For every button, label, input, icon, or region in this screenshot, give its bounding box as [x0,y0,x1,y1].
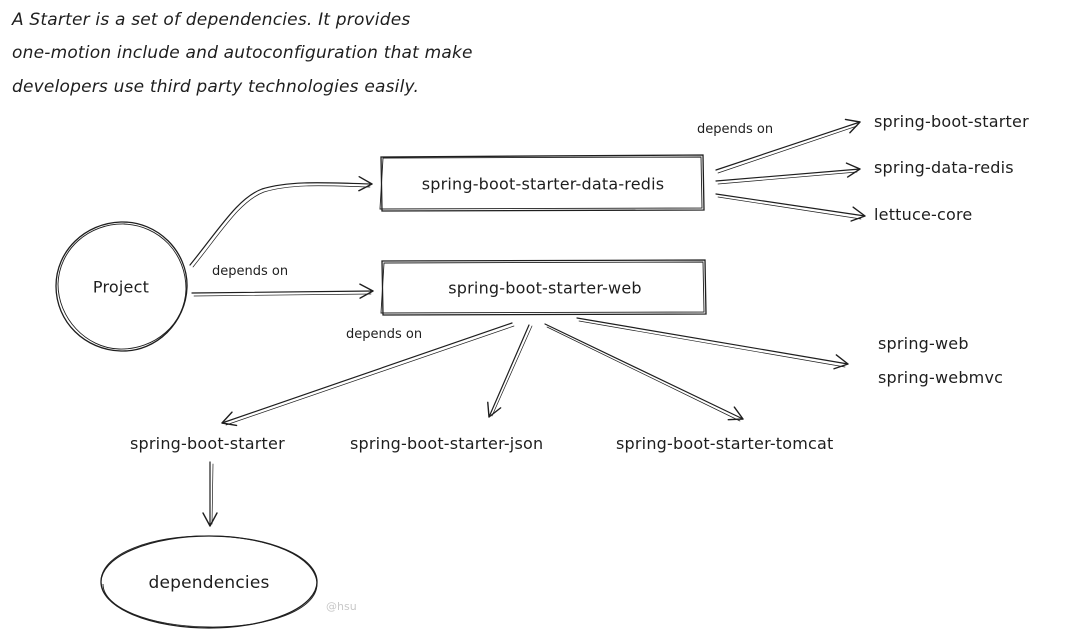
edges [189,118,866,527]
dependencies-label: dependencies [148,573,270,593]
project-circle [55,221,188,352]
starter-tomcat-label: spring-boot-starter-tomcat [616,434,834,453]
spring-boot-starter-right-label: spring-boot-starter [874,112,1029,131]
edge-project-to-web [191,283,374,299]
spring-webmvc-label: spring-webmvc [878,368,1004,387]
edge-label-web-depends-on: depends on [346,327,423,342]
edge-redis-to-lettuce-core [715,193,866,222]
dependencies-ellipse [100,535,318,629]
intro-line-1: A Starter is a set of dependencies. It p… [12,10,411,30]
spring-data-redis-label: spring-data-redis [874,158,1014,177]
data-redis-starter-label: spring-boot-starter-data-redis [421,174,665,194]
edge-web-to-spring-web [576,317,849,370]
edge-redis-to-spring-boot-starter [715,118,861,171]
intro-line-2: one-motion include and autoconfiguration… [12,43,473,63]
lettuce-core-label: lettuce-core [874,205,973,224]
intro-line-3: developers use third party technologies … [12,77,420,97]
spring-web-label: spring-web [878,334,969,353]
starter-json-label: spring-boot-starter-json [350,434,544,453]
watermark: @hsu [326,600,357,613]
edge-redis-to-spring-data-redis [715,162,861,182]
web-starter-box [380,259,707,316]
edge-label-redis-depends-on: depends on [697,122,774,137]
web-starter-label: spring-boot-starter-web [448,278,642,298]
edge-web-to-starter-tomcat [544,323,744,421]
edge-web-to-starter-json [487,324,530,418]
data-redis-starter-box [379,154,705,212]
edge-project-to-data-redis [189,175,373,266]
edge-label-project-depends-on: depends on [212,264,289,279]
project-label: Project [92,277,150,297]
edge-web-to-spring-boot-starter [221,322,513,427]
spring-boot-starter-bottom-label: spring-boot-starter [130,434,285,453]
